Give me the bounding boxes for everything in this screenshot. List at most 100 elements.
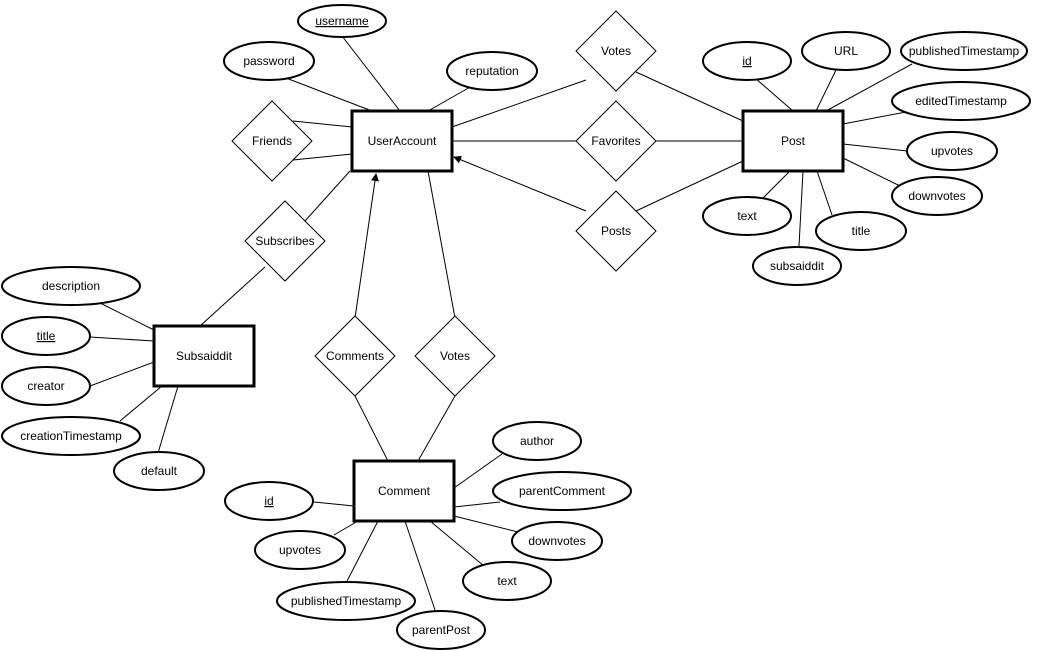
edge-subsaiddit-creator: [89, 361, 155, 387]
relationship-posts-label: Posts: [601, 224, 631, 238]
relationship-favorites[interactable]: Favorites: [575, 100, 657, 182]
attribute-com-downvotes[interactable]: downvotes: [511, 521, 603, 561]
relationship-votes-post[interactable]: Votes: [575, 10, 657, 92]
attribute-post-published[interactable]: publishedTimestamp: [900, 31, 1028, 71]
attribute-post-downvotes-label: downvotes: [908, 189, 965, 203]
edge-subsaiddit-creation: [119, 385, 163, 422]
edge-post-text: [759, 170, 791, 202]
edge-useraccount-password: [285, 77, 373, 112]
attribute-post-subsaiddit[interactable]: subsaiddit: [752, 246, 842, 286]
entities: UserAccount Post Subsaiddit Comment: [152, 109, 845, 523]
edge-comment-id: [313, 501, 355, 507]
relationship-votes-comment[interactable]: Votes: [414, 315, 496, 397]
edge-comments-comment: [354, 395, 389, 462]
attribute-post-url[interactable]: URL: [801, 31, 891, 71]
attribute-username-label: username: [315, 14, 369, 28]
attribute-com-parentcomment-label: parentComment: [519, 484, 606, 498]
entity-post-label: Post: [781, 134, 806, 148]
attribute-post-published-label: publishedTimestamp: [909, 44, 1020, 58]
attribute-sub-creation[interactable]: creationTimestamp: [1, 416, 141, 456]
attribute-reputation[interactable]: reputation: [446, 51, 538, 91]
attribute-sub-default-label: default: [141, 464, 178, 478]
edge-subsaiddit-default: [157, 385, 179, 454]
edge-useraccount-reputation: [427, 85, 473, 112]
edge-friends-useraccount-bottom: [292, 153, 353, 161]
attribute-sub-title[interactable]: title: [1, 316, 91, 356]
attribute-post-subsaiddit-label: subsaiddit: [770, 259, 825, 273]
edge-votes-comment-useraccount: [427, 170, 456, 319]
edge-post-title: [816, 170, 833, 216]
relationship-subscribes[interactable]: Subscribes: [244, 200, 326, 282]
attribute-com-text-label: text: [497, 574, 517, 588]
attribute-sub-title-label: title: [37, 329, 56, 343]
edge-comment-upvotes: [333, 520, 359, 536]
attribute-sub-default[interactable]: default: [113, 451, 205, 491]
entity-useraccount[interactable]: UserAccount: [350, 109, 454, 173]
edge-votes-comment-comment: [417, 395, 456, 462]
relationship-votes-post-label: Votes: [601, 44, 631, 58]
edge-comment-parentpost: [404, 520, 437, 614]
attribute-sub-description[interactable]: description: [1, 266, 141, 306]
edge-comment-published: [345, 520, 379, 584]
attribute-post-downvotes[interactable]: downvotes: [891, 176, 983, 216]
edge-comment-author: [453, 453, 503, 489]
edge-comment-downvotes: [453, 515, 523, 534]
attribute-com-published[interactable]: publishedTimestamp: [276, 581, 416, 621]
edge-votes-useraccount: [451, 79, 587, 128]
entity-comment[interactable]: Comment: [352, 459, 456, 523]
attribute-post-id[interactable]: id: [702, 41, 792, 81]
connector-lines: [89, 35, 913, 614]
edge-post-subsaiddit: [798, 170, 804, 247]
attribute-com-upvotes[interactable]: upvotes: [254, 530, 346, 570]
attribute-post-upvotes-label: upvotes: [931, 144, 973, 158]
attribute-post-title-label: title: [852, 224, 871, 238]
attribute-post-text[interactable]: text: [702, 196, 792, 236]
attribute-post-edited-label: editedTimestamp: [915, 94, 1007, 108]
attribute-password[interactable]: password: [223, 41, 315, 81]
relationship-friends[interactable]: Friends: [231, 100, 313, 182]
entity-subsaiddit-label: Subsaiddit: [176, 349, 233, 363]
relationship-friends-label: Friends: [252, 134, 292, 148]
attribute-com-parentpost[interactable]: parentPost: [396, 610, 486, 650]
attribute-com-parentpost-label: parentPost: [412, 623, 471, 637]
entity-useraccount-label: UserAccount: [368, 134, 437, 148]
attribute-post-id-label: id: [742, 54, 751, 68]
attribute-com-author-label: author: [520, 434, 554, 448]
edge-post-published: [825, 63, 913, 112]
edge-comment-text: [429, 520, 485, 567]
edge-posts-post: [635, 160, 744, 212]
relationship-subscribes-label: Subscribes: [255, 234, 314, 248]
attribute-com-text[interactable]: text: [462, 561, 552, 601]
attributes: username password reputation id URL publ…: [1, 4, 1031, 650]
relationships: Friends Votes Favorites Posts Subscribes…: [231, 10, 657, 397]
edge-votes-post: [635, 71, 744, 122]
edge-subsaiddit-description: [99, 302, 155, 331]
attribute-sub-creator[interactable]: creator: [1, 366, 91, 406]
entity-post[interactable]: Post: [741, 109, 845, 173]
attribute-com-parentcomment[interactable]: parentComment: [492, 471, 632, 511]
relationship-comments[interactable]: Comments: [314, 315, 396, 397]
attribute-post-edited[interactable]: editedTimestamp: [891, 81, 1031, 121]
edge-comments-useraccount: [354, 173, 379, 319]
attribute-com-author[interactable]: author: [492, 421, 582, 461]
edge-subscribes-useraccount: [304, 170, 351, 222]
edge-post-upvotes: [842, 143, 908, 152]
edge-subscribes-subsaiddit: [199, 266, 266, 327]
attribute-post-title[interactable]: title: [815, 211, 907, 251]
entity-subsaiddit[interactable]: Subsaiddit: [152, 324, 256, 388]
attribute-sub-creator-label: creator: [27, 379, 64, 393]
attribute-com-downvotes-label: downvotes: [528, 534, 585, 548]
edge-subsaiddit-title: [89, 336, 155, 342]
attribute-com-upvotes-label: upvotes: [279, 543, 321, 557]
attribute-reputation-label: reputation: [465, 64, 518, 78]
attribute-post-upvotes[interactable]: upvotes: [906, 131, 998, 171]
relationship-favorites-label: Favorites: [591, 134, 640, 148]
attribute-com-id[interactable]: id: [224, 481, 314, 521]
attribute-username[interactable]: username: [297, 4, 387, 38]
relationship-posts[interactable]: Posts: [575, 190, 657, 272]
edge-useraccount-username: [341, 35, 401, 112]
attribute-sub-description-label: description: [42, 279, 100, 293]
edge-posts-useraccount: [453, 155, 587, 212]
edge-comment-parentcomment: [453, 501, 501, 508]
attribute-com-published-label: publishedTimestamp: [291, 594, 402, 608]
